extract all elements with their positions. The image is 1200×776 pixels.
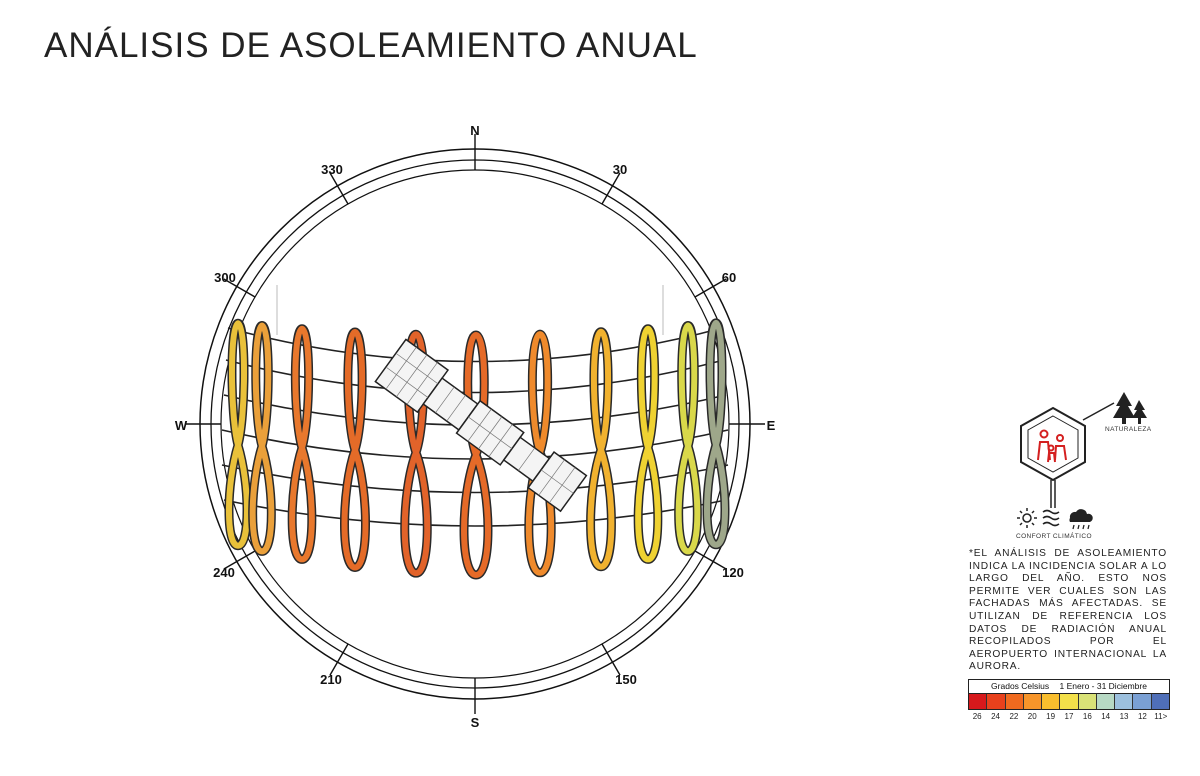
compass-tick — [601, 172, 621, 205]
east-label: E — [767, 418, 776, 433]
legend-tick: 20 — [1027, 712, 1037, 721]
legend-swatch — [969, 694, 988, 709]
analemma-path — [635, 325, 661, 563]
degree-label-300: 300 — [214, 270, 236, 285]
analemma-path — [675, 322, 701, 555]
legend-tick: 14 — [1101, 712, 1111, 721]
tree-icon — [1113, 392, 1147, 424]
legend-tick: 26 — [972, 712, 982, 721]
degree-label-330: 330 — [321, 162, 343, 177]
building-footprint — [374, 338, 588, 513]
analemma-group — [224, 318, 730, 580]
compass-tick — [694, 550, 727, 570]
north-label: N — [470, 123, 479, 138]
legend-tick: 24 — [991, 712, 1000, 721]
degree-label-120: 120 — [722, 565, 744, 580]
degree-label-240: 240 — [213, 565, 235, 580]
degree-label-210: 210 — [320, 672, 342, 687]
legend-ticks: 26 24 22 20 19 17 16 14 13 12 11> — [968, 712, 1170, 721]
legend-tick: 22 — [1009, 712, 1019, 721]
legend-swatch — [1096, 694, 1116, 709]
legend-tick: 11> — [1154, 712, 1168, 721]
analemma-path — [226, 320, 250, 549]
naturaleza-label: NATURALEZA — [1105, 426, 1152, 433]
page-title: ANÁLISIS DE ASOLEAMIENTO ANUAL — [44, 26, 698, 65]
legend-swatches — [968, 694, 1170, 710]
degree-label-150: 150 — [615, 672, 637, 687]
legend-swatch — [1078, 694, 1097, 709]
legend-swatch — [1115, 694, 1134, 709]
analemma-path — [249, 322, 275, 555]
analemma-path — [587, 328, 615, 570]
compass-tick — [223, 550, 256, 570]
legend-swatch — [987, 694, 1006, 709]
analemma-path — [341, 328, 369, 571]
legend-tick: 17 — [1064, 712, 1074, 721]
analysis-note: *EL ANÁLISIS DE ASOLEAMIENTO INDICA LA I… — [969, 548, 1167, 673]
hexagon-family-icon — [1020, 406, 1086, 482]
legend-tick: 13 — [1119, 712, 1129, 721]
legend-unit: Grados Celsius — [991, 681, 1050, 691]
legend-swatch — [1005, 694, 1024, 709]
temperature-legend: Grados Celsius 1 Enero - 31 Diciembre 26… — [968, 679, 1170, 721]
legend-swatch — [1060, 694, 1079, 709]
compass-tick — [329, 172, 349, 205]
west-label: W — [175, 418, 188, 433]
legend-swatch — [1133, 694, 1152, 709]
legend-swatch — [1023, 694, 1043, 709]
compass-tick — [329, 643, 349, 676]
degree-label-30: 30 — [613, 162, 627, 177]
analemma-path — [461, 331, 491, 578]
compass-tick — [223, 278, 256, 298]
legend-period: 1 Enero - 31 Diciembre — [1059, 681, 1147, 691]
legend-swatch — [1151, 694, 1169, 709]
legend-tick: 16 — [1082, 712, 1092, 721]
analemma-path — [289, 325, 315, 563]
rain-cloud-icon — [1069, 509, 1093, 530]
confort-climatico-label: CONFORT CLIMÁTICO — [1016, 533, 1092, 540]
analemma-path — [704, 319, 728, 548]
wind-icon — [1042, 509, 1060, 527]
legend-tick: 19 — [1046, 712, 1056, 721]
compass-tick — [601, 643, 621, 676]
degree-label-60: 60 — [722, 270, 736, 285]
legend-swatch — [1042, 694, 1061, 709]
compass-ticks — [185, 134, 765, 714]
legend-tick: 12 — [1137, 712, 1147, 721]
sun-icon — [1017, 508, 1037, 528]
south-label: S — [471, 715, 480, 730]
legend-header: Grados Celsius 1 Enero - 31 Diciembre — [968, 679, 1170, 694]
compass-tick — [694, 278, 727, 298]
